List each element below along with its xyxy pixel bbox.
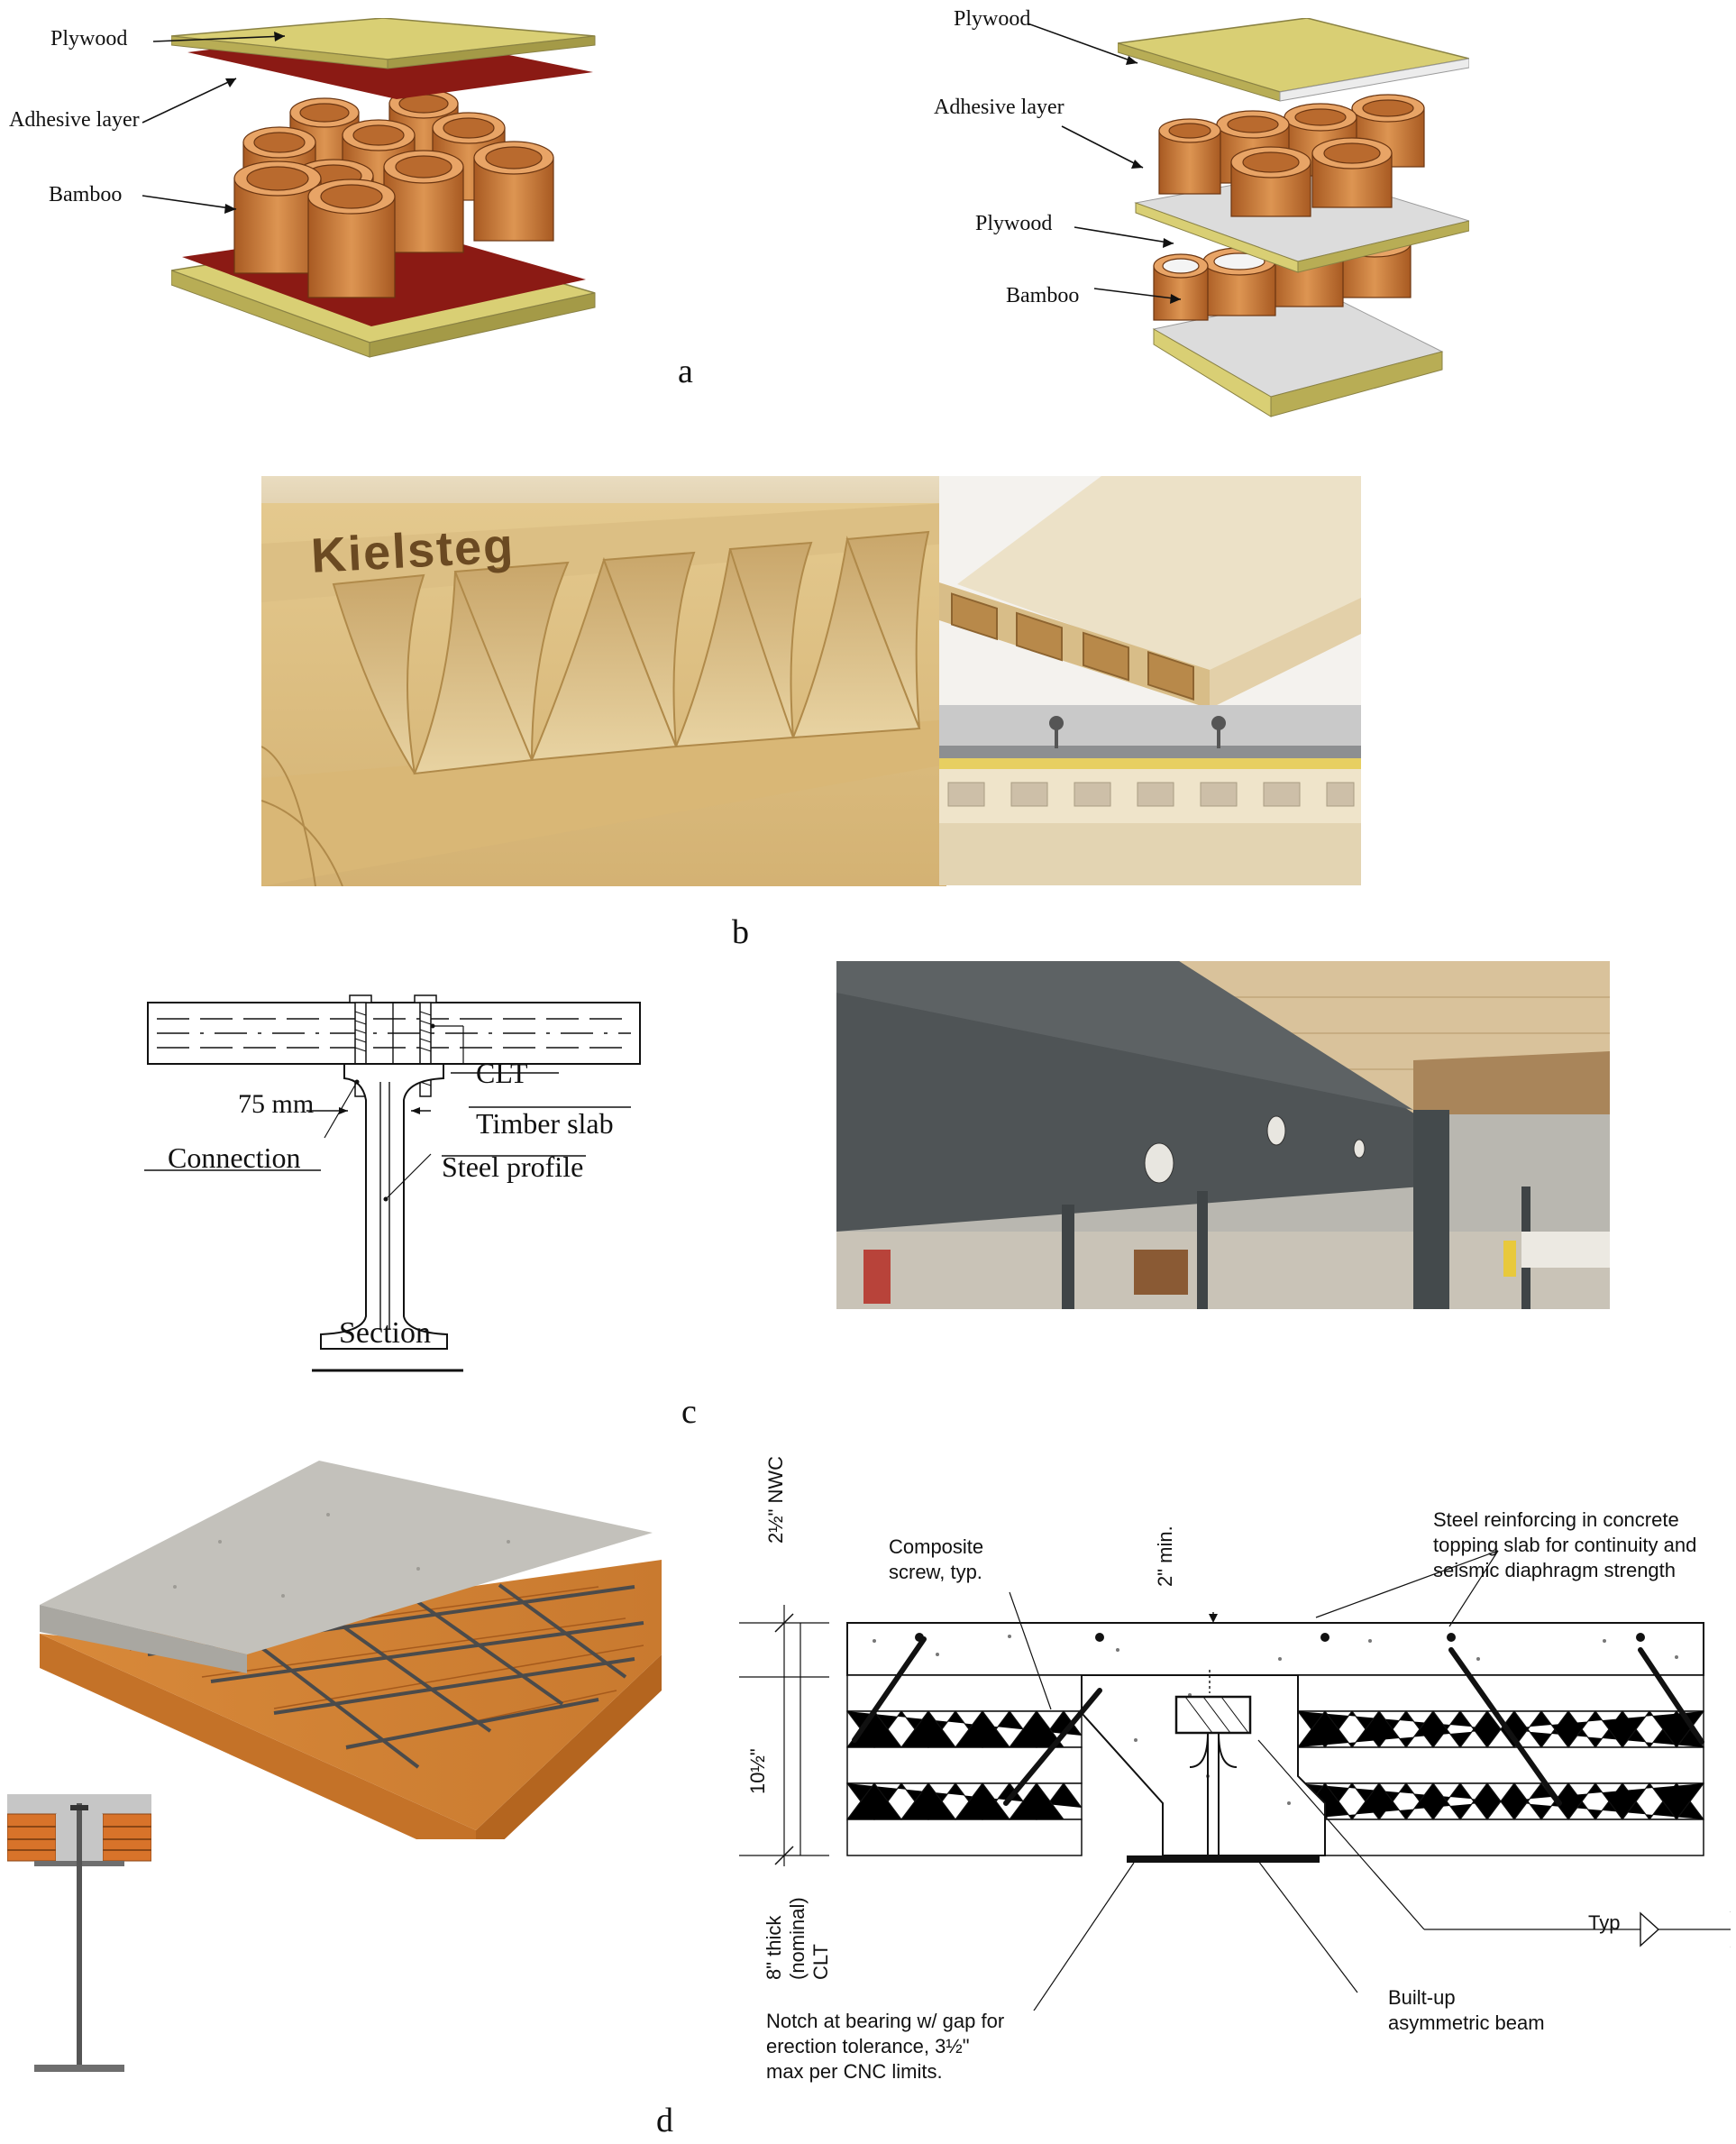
panel-a: Plywood Adhesive layer Bamboo [0, 0, 1736, 417]
kielsteg-panel-photo [261, 476, 946, 886]
panel-b: Kielsteg b [0, 469, 1736, 956]
label-built-up-line2: asymmetric beam [1388, 2011, 1545, 2034]
label-plywood-right-mid: Plywood [975, 212, 1053, 235]
steel-beam-site-photo [836, 961, 1610, 1309]
panel-letter-c: c [681, 1393, 697, 1431]
label-section: Section [339, 1316, 431, 1350]
panel-c: 75 mm CLT Timber slab Connection Steel p… [0, 956, 1736, 1461]
panel-a-right-leaders [1027, 23, 1182, 304]
label-timber-slab: Timber slab [476, 1107, 614, 1140]
label-composite-screw-line2: screw, typ. [889, 1561, 982, 1583]
label-steel-reinforcing-line2: topping slab for continuity and [1433, 1534, 1697, 1556]
composite-floor-section-drawing [739, 1550, 1731, 2011]
label-bamboo-right: Bamboo [1006, 284, 1080, 307]
ceiling-section-photo [939, 705, 1361, 885]
panel-a-right-illustration [1118, 18, 1469, 417]
panel-letter-a: a [678, 353, 693, 390]
label-notch-line2: erection tolerance, 3½" [766, 2035, 970, 2057]
label-adhesive-right: Adhesive layer [934, 96, 1064, 119]
kielsteg-logo: Kielsteg [309, 518, 516, 583]
label-ten-half: 10½" [746, 1748, 769, 1794]
label-built-up-line1: Built-up [1388, 1986, 1456, 2009]
label-composite-screw-line1: Composite [889, 1535, 984, 1558]
panel-a-left-leaders [142, 32, 286, 214]
label-nwc: 2½" NWC [764, 1455, 787, 1544]
panel-d: 2½" NWC 2" min. 10½" 8" thick (nominal) … [0, 1456, 1736, 2144]
clt-steel-section-drawing [144, 994, 641, 1372]
label-composite-screw: Composite screw, typ. [889, 1535, 983, 1585]
label-notch-line1: Notch at bearing w/ gap for [766, 2010, 1005, 2032]
composite-section-icon [7, 1794, 151, 2072]
panel-letter-d: d [656, 2102, 673, 2139]
label-clt-thick: 8" thick (nominal) CLT [763, 1897, 832, 1980]
label-notch: Notch at bearing w/ gap for erection tol… [766, 2009, 1004, 2084]
box-panel-photo [939, 476, 1361, 709]
label-75mm: 75 mm [238, 1089, 315, 1119]
panel-a-left-illustration [171, 18, 596, 358]
concrete-clt-slab-render [40, 1461, 662, 1839]
label-steel-reinforcing-line3: seismic diaphragm strength [1433, 1559, 1677, 1581]
panel-letter-b: b [732, 913, 749, 951]
label-built-up: Built-up asymmetric beam [1388, 1985, 1545, 2036]
label-clt: CLT [476, 1057, 528, 1089]
label-steel-reinforcing-line1: Steel reinforcing in concrete [1433, 1508, 1679, 1531]
label-plywood-right-top: Plywood [954, 7, 1031, 31]
label-typ: Typ [1588, 1911, 1621, 1934]
label-two-min: 2" min. [1154, 1526, 1176, 1587]
label-adhesive-left: Adhesive layer [9, 108, 140, 132]
label-bamboo-left: Bamboo [49, 183, 123, 206]
label-connection: Connection [168, 1141, 301, 1174]
label-notch-line3: max per CNC limits. [766, 2060, 943, 2083]
label-plywood-left: Plywood [50, 27, 128, 50]
label-steel-reinforcing: Steel reinforcing in concrete topping sl… [1433, 1507, 1696, 1583]
label-steel-profile: Steel profile [442, 1150, 584, 1183]
